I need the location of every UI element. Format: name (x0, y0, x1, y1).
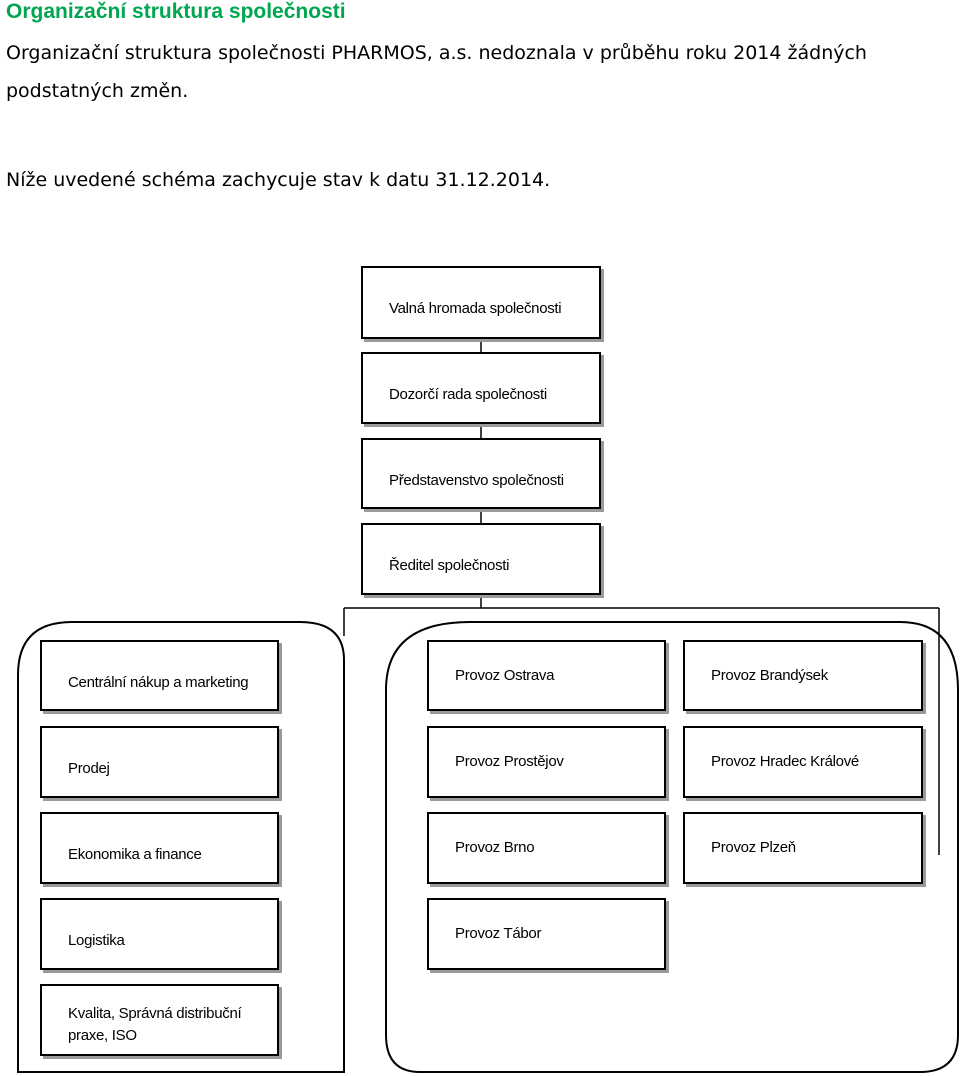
org-box-label: Ředitel společnosti (389, 557, 510, 574)
departments-group-frame (17, 621, 345, 1073)
org-box-logistics: Logistika (40, 898, 279, 970)
org-box-label: Logistika (68, 932, 125, 949)
org-box-plant-hradec-kralove: Provoz Hradec Králové (683, 726, 923, 798)
org-box-label: Provoz Ostrava (455, 667, 555, 684)
org-box-plant-brno: Provoz Brno (427, 812, 666, 884)
org-box-economics-finance: Ekonomika a finance (40, 812, 279, 884)
org-box-sales: Prodej (40, 726, 279, 798)
org-box-plant-tabor: Provoz Tábor (427, 898, 666, 970)
org-box-plant-prostejov: Provoz Prostějov (427, 726, 666, 798)
org-box-ceo: Ředitel společnosti (361, 523, 601, 595)
org-box-label: Provoz Brandýsek (711, 667, 828, 684)
org-box-label: Ekonomika a finance (68, 846, 202, 863)
page-heading: Organizační struktura společnosti (6, 0, 346, 23)
org-box-board-of-directors: Představenstvo společnosti (361, 438, 601, 509)
org-box-purchasing-marketing: Centrální nákup a marketing (40, 640, 279, 711)
date-paragraph: Níže uvedené schéma zachycuje stav k dat… (6, 169, 551, 191)
org-box-supervisory-board: Dozorčí rada společnosti (361, 352, 601, 424)
intro-paragraph: Organizační struktura společnosti PHARMO… (6, 42, 867, 102)
org-box-label: Provoz Prostějov (455, 753, 564, 770)
org-box-label: Prodej (68, 760, 110, 777)
org-box-label: Centrální nákup a marketing (68, 674, 249, 691)
org-box-quality-gdp-iso: Kvalita, Správná distribuční praxe, ISO (40, 984, 279, 1056)
org-box-label: Dozorčí rada společnosti (389, 386, 547, 403)
org-box-label: Představenstvo společnosti (389, 472, 564, 489)
org-box-plant-brandysek: Provoz Brandýsek (683, 640, 923, 711)
org-box-label: Provoz Plzeň (711, 839, 796, 856)
org-box-general-meeting: Valná hromada společnosti (361, 266, 601, 339)
org-box-label: Provoz Tábor (455, 925, 542, 942)
org-box-plant-plzen: Provoz Plzeň (683, 812, 923, 884)
org-box-label: Kvalita, Správná distribuční praxe, ISO (68, 1005, 242, 1044)
org-box-label: Valná hromada společnosti (389, 300, 562, 317)
plants-group-frame (385, 621, 959, 1073)
org-box-plant-ostrava: Provoz Ostrava (427, 640, 666, 711)
org-box-label: Provoz Brno (455, 839, 535, 856)
org-box-label: Provoz Hradec Králové (711, 753, 859, 770)
